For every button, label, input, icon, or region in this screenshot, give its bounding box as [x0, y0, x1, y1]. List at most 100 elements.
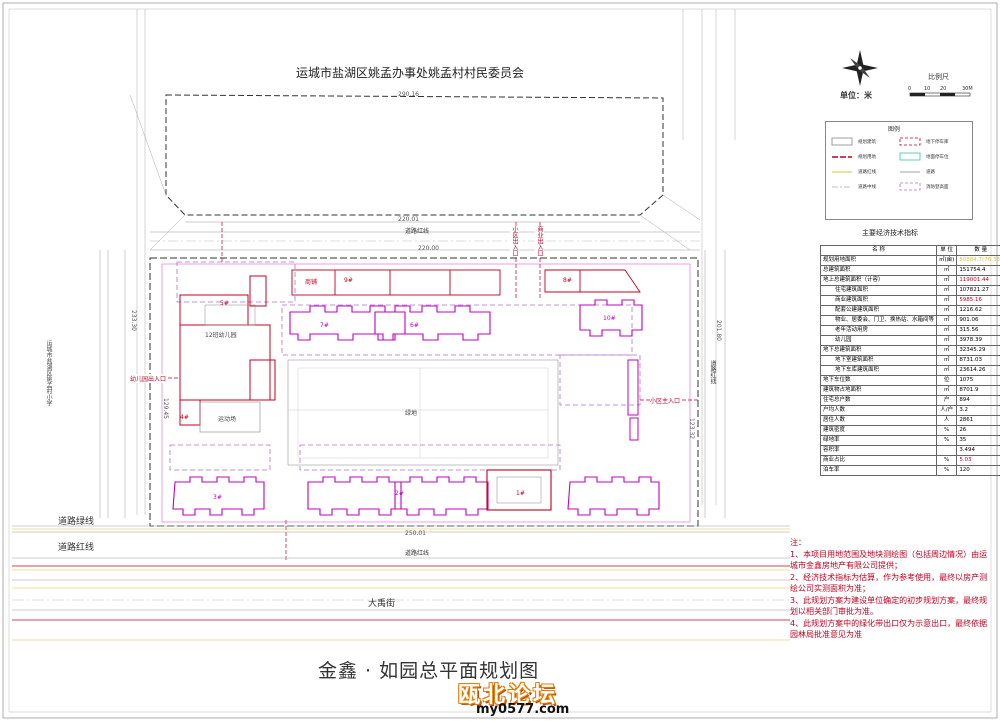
table-row: 建筑密度%26 [819, 425, 1000, 436]
table-header-cell: 数 量 [956, 245, 1000, 256]
indicator-unit: ㎡ [936, 265, 958, 276]
indicator-name: 绿地率 [819, 435, 938, 446]
indicator-value: 119001.44 [956, 275, 1000, 286]
indicator-unit: 人 [936, 415, 958, 426]
building-5-label: 5# [220, 300, 229, 307]
indicator-name: 商业建筑面积 [819, 295, 938, 306]
indicator-name: 配套公建建筑面积 [819, 305, 938, 316]
scale-label: 比例尺 [928, 73, 949, 81]
scale-tick-30: 30M [962, 86, 973, 92]
legend-item: 地下停车库 [926, 140, 949, 145]
indicators-title: 主要经济技术指标 [862, 229, 918, 237]
dim-233: 233.30 [130, 310, 137, 331]
legend-item: 道路红线 [858, 170, 876, 175]
note-line: 3、此规划方案为建设单位确定的初步规划方案，最终规划以相关部门审批为准。 [790, 595, 988, 617]
table-row: 容积率 3.494 [819, 445, 1000, 456]
note-line: 2、经济技术指标为估算，作为参考使用，最终以房产测绘公司实测面积为准； [790, 572, 988, 594]
district-label: 运城市盐湖区姚孟村小学 [45, 340, 52, 406]
north-main-entrance-label: 小区出入口 [510, 226, 519, 256]
indicator-unit: ㎡ [936, 275, 958, 286]
indicator-unit: % [936, 465, 958, 476]
note-line: 4、此规划方案中的绿化带出口仅为示意出口，最终依据园林局批准意见为准 [790, 618, 988, 640]
dim-290: 290.16 [398, 91, 419, 98]
indicator-value: 32345.29 [956, 345, 1000, 356]
green-space-label: 绿地 [405, 410, 418, 417]
building-10-label: 10# [603, 315, 616, 322]
table-header-row: 名 称单 位数 量 [819, 245, 1000, 256]
indicator-unit: ㎡ [936, 365, 958, 376]
note-line: 1、本项目用地范围及地块测绘图（包括周边情况）由运城市金鑫房地产有限公司提供； [790, 549, 988, 571]
indicator-unit: ㎡ [936, 305, 958, 316]
indicator-value: 120 [956, 465, 1000, 476]
scale-tick-10: 10 [924, 86, 931, 92]
indicator-name: 住宅总户数 [819, 395, 938, 406]
indicator-value: 50884.7(76.33) [956, 255, 1000, 266]
neighbour-title: 运城市盐湖区姚孟办事处姚孟村村民委员会 [296, 66, 525, 80]
indicator-value: 5985.16 [956, 295, 1000, 306]
indicator-name: 地下总建筑面积 [819, 345, 938, 356]
indicator-value: 26 [956, 425, 1000, 436]
dim-220-00: 220.00 [418, 245, 439, 252]
indicator-value: 23614.26 [956, 365, 1000, 376]
indicator-name: 地下室建筑面积 [819, 355, 938, 366]
dim-129: 129.45 [162, 398, 169, 419]
indicator-name: 地上总建筑面积（计容） [819, 275, 938, 286]
indicator-unit: % [936, 425, 958, 436]
table-header-cell: 单 位 [936, 245, 958, 256]
indicator-unit: 户 [936, 395, 958, 406]
indicator-unit: ㎡ [936, 345, 958, 356]
legend-title: 图例 [888, 126, 901, 133]
dim-123: 123.32 [688, 418, 695, 439]
indicator-value: 2861 [956, 415, 1000, 426]
table-row: 商业占比%5.03 [819, 455, 1000, 466]
indicator-value: 3.494 [956, 445, 1000, 456]
road-red-line-label: 道路红线 [58, 543, 95, 553]
indicator-name: 泊车率 [819, 465, 938, 476]
indicator-unit: 人/户 [936, 405, 958, 416]
building-2-label: 2# [395, 490, 404, 497]
indicator-name: 住宅建筑面积 [819, 285, 938, 296]
building-4-label: 4# [180, 414, 189, 421]
legend-item: 地面停车位 [926, 155, 949, 160]
street-label: 大禹街 [368, 599, 396, 609]
indicator-unit: ㎡ [936, 385, 958, 396]
indicator-name: 建筑密度 [819, 425, 938, 436]
indicator-unit: ㎡ [936, 295, 958, 306]
table-row: 绿地率%35 [819, 435, 1000, 446]
indicator-unit: 位 [936, 375, 958, 386]
indicator-value: 3978.39 [956, 335, 1000, 346]
east-road-label: 道路红线 [709, 360, 716, 384]
indicator-value: 8701.9 [956, 385, 1000, 396]
indicator-name: 居住人数 [819, 415, 938, 426]
indicator-value: 107821.27 [956, 285, 1000, 296]
dim-220-01: 220.01 [398, 216, 419, 223]
indicator-value: 8731.03 [956, 355, 1000, 366]
legend-box [825, 121, 973, 220]
table-header-cell: 名 称 [819, 245, 938, 256]
dim-250: 250.01 [405, 530, 426, 537]
east-main-entrance-label: 小区主入口 [650, 396, 681, 405]
building-6-label: 6# [410, 322, 419, 329]
indicator-name: 规划用地面积 [819, 255, 938, 266]
indicator-name: 幼儿园 [819, 335, 938, 346]
legend-item: 消防登高面 [926, 185, 949, 190]
indicator-value: 3.2 [956, 405, 1000, 416]
indicator-value: 5.03 [956, 455, 1000, 466]
building-7-label: 7# [320, 322, 329, 329]
dim-201: 201.80 [715, 320, 722, 341]
building-1-label: 1# [516, 490, 525, 497]
indicator-name: 容积率 [819, 445, 938, 456]
indicator-name: 物业、居委会、门卫、换热站、水箱间等 [819, 315, 938, 326]
